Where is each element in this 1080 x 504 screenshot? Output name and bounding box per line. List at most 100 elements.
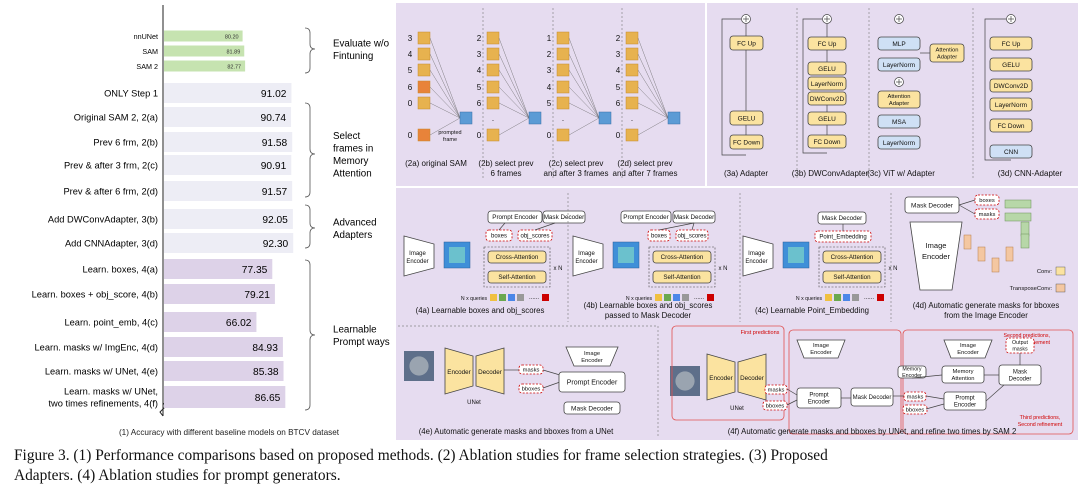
second-prediction-frame [788, 329, 902, 435]
feature-block [963, 234, 972, 250]
vit-attention-adapter-label: Adapter [889, 101, 909, 107]
ablation-bar-value: 66.02 [226, 318, 252, 329]
self-attention-label: Self-Attention [833, 274, 871, 281]
ablation-bar-value: 90.74 [261, 113, 287, 124]
frame-thumbnail [556, 128, 570, 142]
masks-4e-box [518, 364, 544, 375]
memory-attention-4f-label: Attention [952, 376, 975, 382]
queries-label: N x queries [796, 296, 823, 302]
frame-thumbnail [625, 128, 639, 142]
group-label: Memory [333, 156, 368, 167]
mask-decoder-4e-box [563, 401, 621, 415]
vit-layernorm-2-box [877, 135, 921, 150]
group-label: Fintuning [333, 51, 373, 62]
vit-layernorm-box [877, 57, 921, 72]
ablation-bar-value: 90.91 [261, 161, 287, 172]
adapter-fc-up-label: FC Up [737, 40, 756, 47]
mask-decoder-4f-b-label: Decoder [1009, 377, 1032, 383]
unet-decoder-4e-label: Decoder [478, 369, 502, 376]
dwconv-block-label: DWConv2D [810, 96, 845, 103]
frame-index: 2 [477, 34, 482, 43]
frame-thumbnail [556, 96, 570, 110]
feature-block [1005, 246, 1014, 262]
enc-4a-shape [403, 235, 435, 277]
link-4f [925, 403, 945, 410]
query-token [490, 294, 497, 301]
enc-4c-label: Encoder [745, 259, 767, 265]
frame-ellipsis: . [492, 114, 494, 123]
cross-attention-label: Cross-Attention [496, 254, 539, 261]
bboxes-4e-box [518, 383, 544, 394]
query-ellipsis: ...... [694, 295, 704, 301]
query-token [843, 294, 850, 301]
frame-index: 6 [477, 99, 482, 108]
attention-link [498, 117, 530, 136]
third-predictions-label: Third predictions, [1020, 415, 1061, 421]
boxes-4d-label: boxes [979, 198, 995, 204]
enc-4b-shape [572, 235, 604, 277]
link-4d [958, 204, 976, 215]
frame-index: 2 [616, 34, 621, 43]
enc-4b-label: Encoder [575, 259, 597, 265]
feature-block [991, 257, 1000, 273]
cnn-block-box [989, 144, 1033, 159]
vit-mlp-box [877, 36, 921, 51]
third-prediction-frame [902, 329, 1074, 435]
query-token [825, 294, 832, 301]
attention-link [429, 102, 461, 119]
mask-decoder-4c-label: Mask Decoder [822, 215, 863, 222]
group-label: Learnable [333, 324, 377, 335]
boxes-4a-box [485, 229, 513, 242]
attention-link [429, 86, 461, 119]
query-token [517, 294, 524, 301]
frame-thumbnail [556, 80, 570, 94]
cnn-block-box [989, 78, 1033, 93]
queries-label: N x queries [626, 296, 653, 302]
frame-thumbnail [625, 80, 639, 94]
frame-index: 6 [408, 83, 413, 92]
image-encoder-4e-label: Encoder [581, 358, 603, 364]
group-label: Select [333, 131, 361, 142]
ablation-bar-label: Learn. boxes, 4(a) [83, 265, 158, 275]
prompted-frame-label: frame [443, 137, 457, 143]
adapter-gelu-box [729, 110, 764, 126]
group-label: Prompt ways [333, 337, 390, 348]
panel4-caption-b: (4b) Learnable boxes and obj_scores [584, 301, 713, 310]
mask-decoder-4a-label: Mask Decoder [544, 214, 585, 221]
panel4-caption-a: (4a) Learnable boxes and obj_scores [416, 306, 545, 315]
ablation-bar-label: Prev 6 frm, 2(b) [93, 138, 158, 148]
figure-caption: Figure 3. (1) Performance comparisons ba… [0, 446, 1077, 486]
ablation-bar-label: Learn. masks w/ UNet, 4(e) [45, 367, 158, 377]
memory-attention-4f-label: Memory [953, 369, 974, 375]
vit-mlp-label: MLP [892, 41, 905, 48]
group-bracket [304, 27, 316, 74]
query-token [707, 294, 714, 301]
memory-encoder-4f-label: Memory [902, 367, 921, 373]
query-ellipsis: ...... [529, 295, 539, 301]
group-bracket [304, 102, 316, 198]
link-4d [958, 199, 976, 206]
conv-layer [1004, 212, 1032, 222]
masks-4f-b-box [903, 391, 927, 402]
attention-link [637, 37, 669, 119]
group-label: Adapters [333, 230, 372, 241]
baseline-bar [164, 60, 246, 72]
panel3-caption: (3c) ViT w/ Adapter [867, 169, 935, 178]
panel4-caption-d: from the Image Encoder [944, 311, 1028, 320]
panel2-caption: and after 3 frames [544, 169, 609, 178]
bboxes-4e-label: bboxes [522, 387, 541, 393]
dwconv-block-label: GELU [818, 116, 836, 123]
first-predictions-label: First predictions [741, 330, 780, 336]
group-bracket [304, 259, 316, 411]
transformer-frame [648, 246, 716, 288]
image-encoder-4d-label: Image [926, 241, 947, 250]
ablation-bar [164, 361, 284, 381]
ablation-bar-value: 84.93 [252, 343, 278, 354]
chart-footnote: (1) Accuracy with different baseline mod… [119, 428, 340, 437]
dwconv-skip [802, 18, 827, 154]
query-token [682, 294, 689, 301]
frame-index: 0 [547, 131, 552, 140]
link-4a [534, 222, 556, 231]
feature-block [977, 246, 986, 262]
